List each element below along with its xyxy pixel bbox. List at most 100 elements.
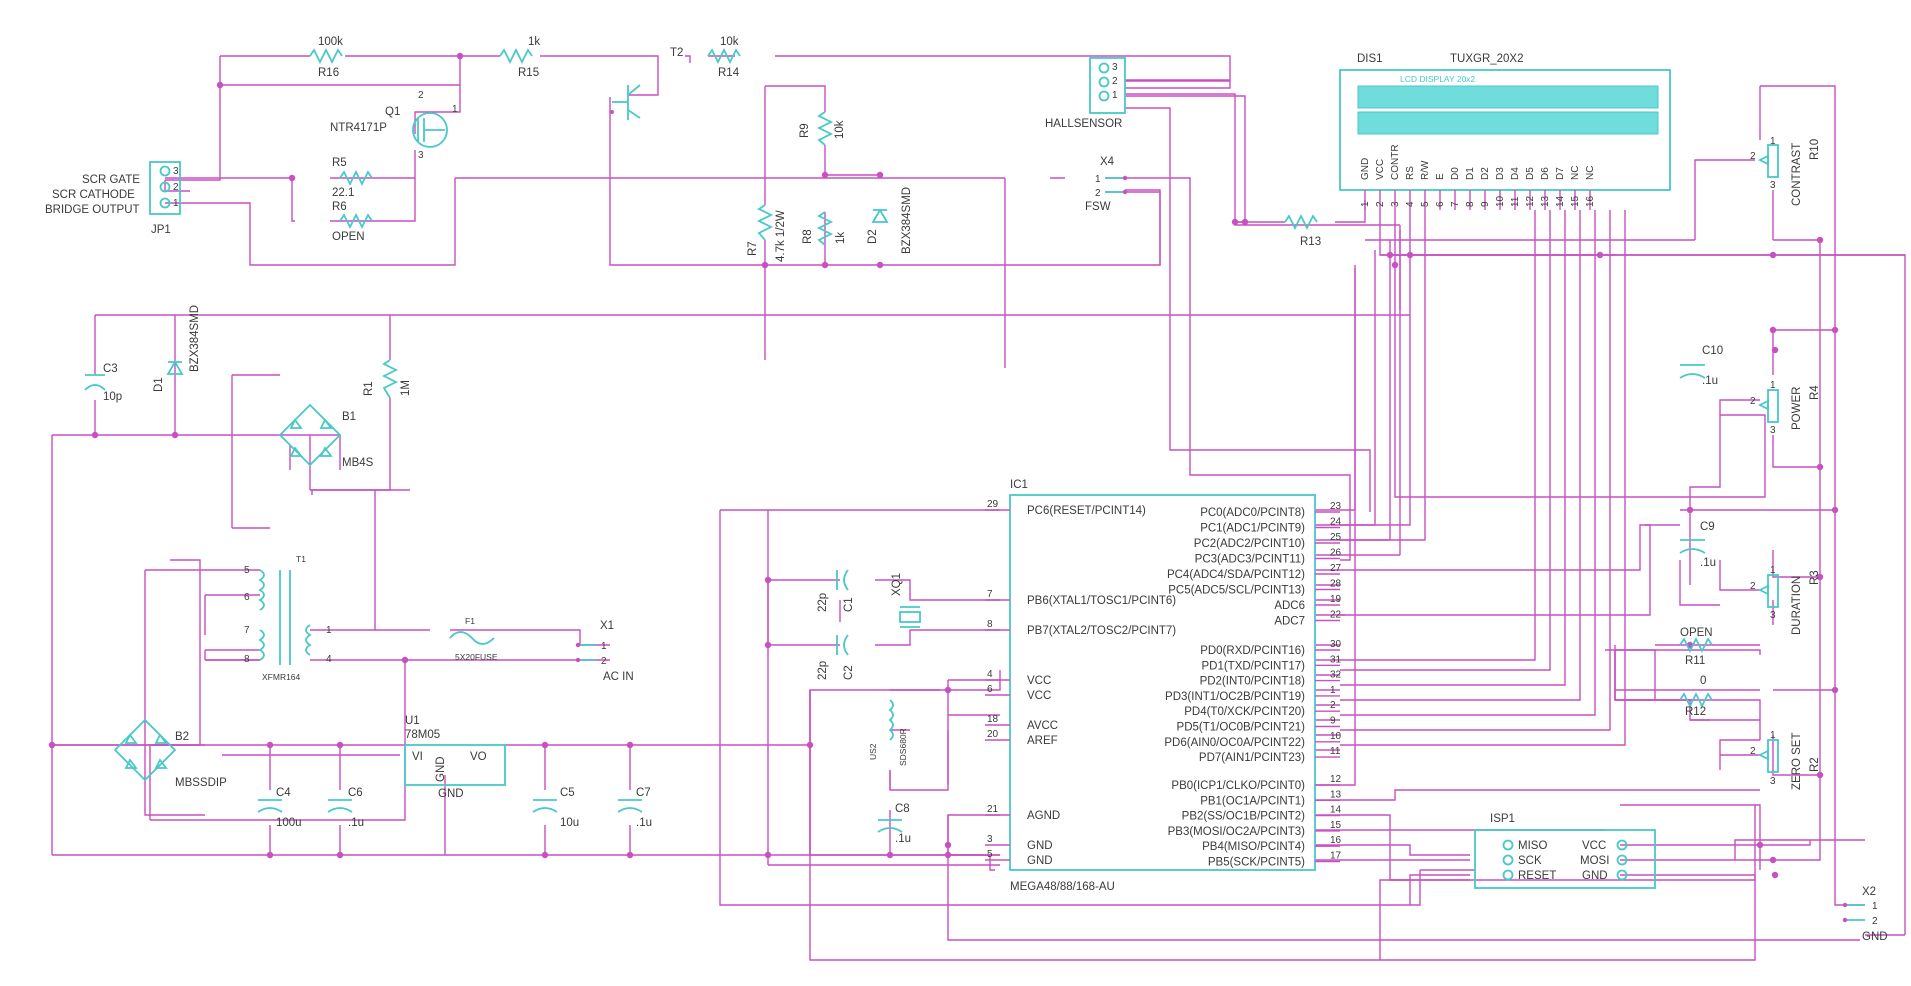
svg-text:VI: VI: [412, 751, 423, 763]
resistor-r13: R13: [1284, 213, 1321, 248]
svg-text:2: 2: [1750, 581, 1756, 592]
svg-text:C7: C7: [636, 787, 651, 799]
jp1-label-gate: SCR GATE: [82, 174, 140, 186]
svg-text:R2: R2: [1809, 757, 1821, 772]
svg-text:X4: X4: [1100, 156, 1115, 168]
lcd-pin-number: 14: [1555, 195, 1566, 207]
svg-text:C4: C4: [276, 787, 291, 799]
svg-text:6: 6: [244, 592, 250, 603]
svg-text:U1: U1: [405, 715, 420, 727]
lcd-pin-name: D7: [1555, 167, 1566, 180]
svg-text:2: 2: [173, 182, 179, 193]
svg-text:5X20FUSE: 5X20FUSE: [455, 652, 498, 662]
lcd-pin-name: CONTR: [1390, 144, 1401, 180]
r16-value: 100k: [318, 36, 343, 48]
potentiometer-r4: 1 2 3 POWER R4: [1750, 380, 1821, 436]
crystal-xq1: XQ1: [891, 573, 921, 628]
ic1-pin-number: 30: [1330, 639, 1342, 650]
svg-text:R11: R11: [1685, 655, 1705, 667]
svg-text:D2: D2: [867, 229, 879, 244]
mcu-ic1: IC1 MEGA48/88/168-AU 29PC6(RESET/PCINT14…: [985, 479, 1342, 893]
resistor-r8: R8 1k: [802, 211, 847, 246]
svg-text:3: 3: [1770, 776, 1776, 787]
svg-text:B1: B1: [342, 411, 356, 423]
lcd-pin-name: D5: [1525, 167, 1536, 180]
svg-text:SCK: SCK: [1518, 855, 1542, 867]
svg-text:3: 3: [173, 166, 179, 177]
svg-text:GND: GND: [1862, 931, 1888, 943]
ic1-pin-name: PD5(T1/OC0B/PCINT21): [1177, 722, 1306, 734]
svg-text:100u: 100u: [276, 817, 302, 829]
svg-text:2: 2: [1750, 396, 1756, 407]
ic1-pin-number: 6: [987, 684, 993, 695]
lcd-pin-name: NC: [1585, 166, 1596, 180]
ic1-pin-name: PB6(XTAL1/TOSC1/PCINT6): [1027, 595, 1176, 607]
ic1-pin-name: PD7(AIN1/PCINT23): [1199, 752, 1305, 764]
svg-text:3: 3: [1112, 62, 1118, 73]
svg-text:4: 4: [326, 654, 332, 665]
svg-text:2: 2: [1872, 916, 1878, 927]
ic1-pin-name: PB3(MOSI/OC2A/PCINT3): [1168, 826, 1306, 838]
svg-text:1M: 1M: [400, 380, 412, 396]
connector-isp1: ISP1 MISO SCK RESET VCC MOSI GND: [1474, 813, 1656, 889]
svg-text:1: 1: [326, 625, 332, 636]
lcd-pin-number: 4: [1405, 201, 1416, 207]
inductor-us2: US2 SDS680R: [868, 699, 908, 766]
ic1-pin-name: PB7(XTAL2/TOSC2/PCINT7): [1027, 625, 1176, 637]
lcd-pin-number: 6: [1435, 201, 1446, 207]
svg-text:C1: C1: [843, 597, 855, 612]
lcd-pin-name: D3: [1495, 167, 1506, 180]
jp1-label-bridge: BRIDGE OUTPUT: [45, 204, 140, 216]
svg-text:TUXGR_20X2: TUXGR_20X2: [1450, 53, 1524, 65]
svg-text:OPEN: OPEN: [1680, 627, 1713, 639]
capacitor-c5: C5 10u: [532, 787, 579, 829]
svg-text:VO: VO: [470, 751, 487, 763]
ic1-pin-name: PD6(AIN0/OC0A/PCINT22): [1164, 737, 1305, 749]
svg-text:1: 1: [1770, 730, 1776, 741]
ic1-pin-name: PB1(OC1A/PCINT1): [1200, 795, 1305, 807]
ic1-pin-name: AREF: [1027, 735, 1058, 747]
svg-text:2: 2: [1750, 746, 1756, 757]
resistor-r14: 10k R14: [707, 36, 741, 79]
ic1-pin-number: 11: [1330, 746, 1341, 757]
resistor-r12: 0 R12: [1679, 675, 1713, 718]
svg-text:C9: C9: [1700, 521, 1715, 533]
svg-text:1: 1: [452, 104, 458, 115]
svg-text:.1u: .1u: [895, 833, 911, 845]
svg-text:0: 0: [1700, 675, 1706, 687]
svg-text:RESET: RESET: [1518, 870, 1556, 882]
capacitor-c1: C1 22p: [817, 569, 855, 612]
svg-text:1: 1: [1112, 90, 1118, 101]
ic1-pin-name: PB4(MISO/PCINT4): [1202, 841, 1305, 853]
svg-text:3: 3: [1770, 180, 1776, 191]
svg-text:10k: 10k: [834, 120, 846, 139]
svg-text:D1: D1: [153, 377, 165, 392]
svg-text:2: 2: [601, 656, 607, 667]
ic1-pin-number: 18: [987, 714, 999, 725]
ic1-pins: 29PC6(RESET/PCINT14)7PB6(XTAL1/TOSC1/PCI…: [985, 499, 1342, 869]
ic1-pin-number: 12: [1330, 774, 1342, 785]
resistor-r6: R6 OPEN: [332, 201, 373, 243]
resistor-r15: 1k R15: [499, 36, 540, 79]
ic1-pin-name: PD0(RXD/PCINT16): [1200, 645, 1305, 657]
ic1-pin-number: 5: [987, 849, 993, 860]
svg-text:2: 2: [1095, 188, 1101, 199]
r6-name: R6: [332, 201, 347, 213]
svg-text:1k: 1k: [835, 232, 847, 244]
svg-text:X2: X2: [1862, 886, 1876, 898]
transistor-q1: 2 1 3 Q1 NTR4171P: [330, 90, 458, 161]
ic1-pin-number: 28: [1330, 579, 1342, 590]
ic1-pin-number: 13: [1330, 789, 1342, 800]
resistor-r1: R1 1M: [363, 359, 412, 399]
r5-value: 22.1: [332, 187, 354, 199]
svg-text:2: 2: [418, 90, 424, 101]
ic1-pin-name: VCC: [1027, 675, 1051, 687]
ic1-pin-name: GND: [1027, 855, 1053, 867]
svg-text:HALLSENSOR: HALLSENSOR: [1045, 118, 1122, 130]
svg-text:7: 7: [244, 625, 250, 636]
svg-text:.1u: .1u: [348, 817, 364, 829]
svg-text:DIS1: DIS1: [1357, 53, 1383, 65]
svg-text:C5: C5: [560, 787, 575, 799]
jp1-label-cathode: SCR CATHODE: [52, 189, 135, 201]
